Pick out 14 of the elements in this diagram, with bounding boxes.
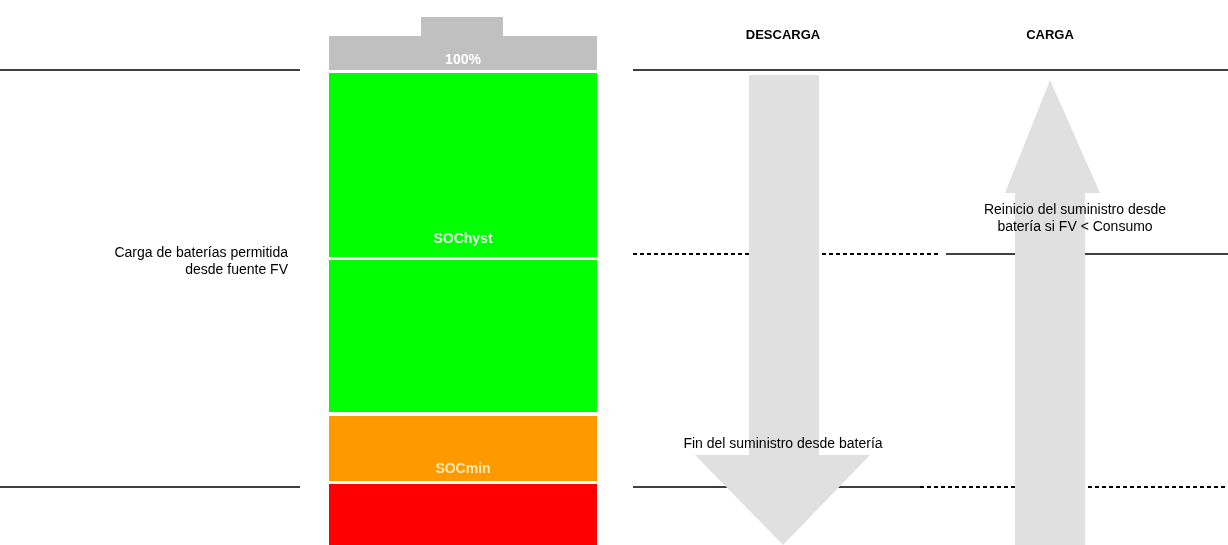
column-heading: CARGA: [1025, 26, 1075, 43]
annotation-text: Carga de baterías permitida desde fuente FV: [113, 244, 288, 278]
column-heading: DESCARGA: [744, 26, 822, 43]
annotation-text: Fin del suministro desde batería: [683, 435, 883, 452]
battery-segment: [329, 416, 597, 481]
level-label: 100%: [445, 50, 481, 69]
battery-segment: [329, 484, 597, 545]
battery-terminal: [421, 17, 503, 36]
annotation-text: Reinicio del suministro desde batería si FV < Consumo: [982, 201, 1168, 235]
battery-segment: [329, 36, 597, 70]
level-label: SOCmin: [435, 459, 491, 478]
battery-segment: [329, 260, 597, 412]
battery-segment: [329, 73, 597, 257]
level-label: SOChyst: [433, 229, 493, 248]
